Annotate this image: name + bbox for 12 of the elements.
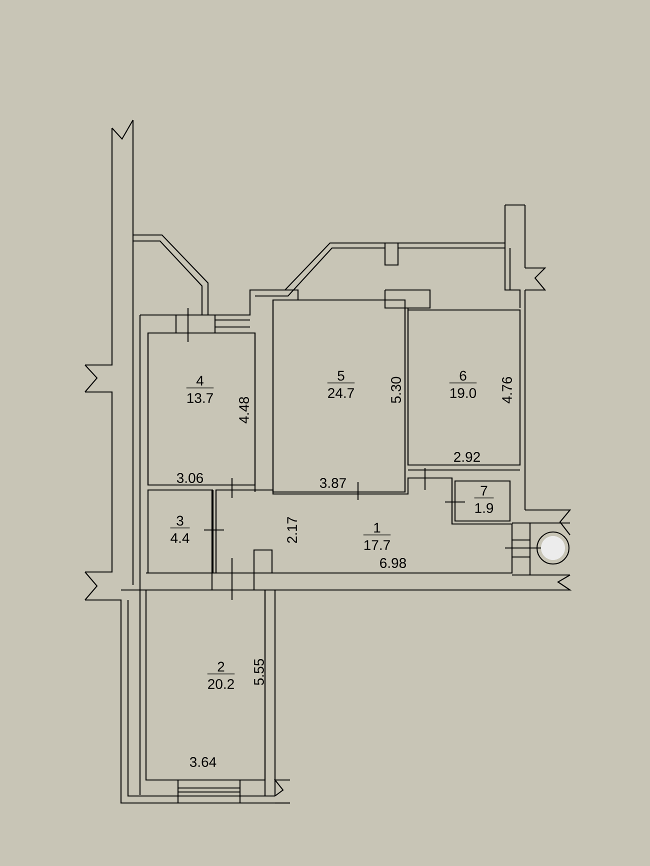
room: 7 1.9 — [454, 480, 511, 522]
dimension-label: 2.92 — [454, 452, 480, 462]
dimension-label: 5.30 — [391, 376, 401, 404]
dimension-label: 4.76 — [502, 377, 512, 404]
dimension-label: 3.64 — [190, 757, 216, 767]
dimension-label: 3.87 — [320, 478, 346, 488]
dimension-label: 3.06 — [176, 473, 203, 483]
dimension-label: 5.55 — [254, 658, 264, 686]
dimension-label: 2.17 — [287, 517, 297, 543]
dimension-label: 6.98 — [380, 558, 406, 568]
dimension-label: 4.48 — [239, 397, 249, 424]
room: 3 4.4 — [147, 489, 213, 574]
